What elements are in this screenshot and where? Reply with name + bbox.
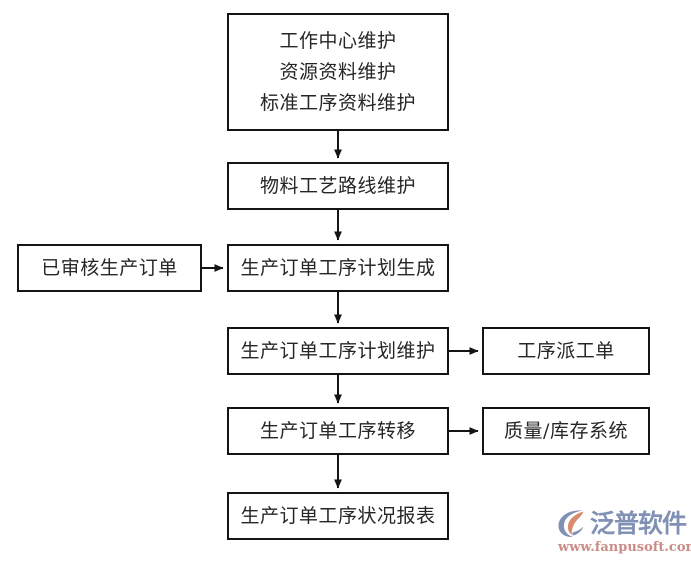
brand-watermark: 泛普软件 www.fanpusoft.com bbox=[556, 503, 691, 559]
node-plan-generate-label: 生产订单工序计划生成 bbox=[240, 256, 436, 279]
node-operation-dispatch-order[interactable]: 工序派工单 bbox=[482, 327, 650, 375]
node-operation-plan-maintain[interactable]: 生产订单工序计划维护 bbox=[227, 327, 449, 375]
node-operation-status-report[interactable]: 生产订单工序状况报表 bbox=[227, 492, 449, 540]
node-operation-plan-generate[interactable]: 生产订单工序计划生成 bbox=[227, 244, 449, 292]
node-basic-data-line-1: 工作中心维护 bbox=[279, 29, 397, 52]
node-plan-maintain-label: 生产订单工序计划维护 bbox=[240, 339, 436, 362]
node-basic-data[interactable]: 工作中心维护 资源资料维护 标准工序资料维护 bbox=[227, 13, 449, 131]
node-operation-transfer[interactable]: 生产订单工序转移 bbox=[227, 407, 449, 455]
node-routing-label: 物料工艺路线维护 bbox=[259, 174, 416, 197]
node-transfer-label: 生产订单工序转移 bbox=[259, 419, 416, 442]
node-qc-inv-label: 质量/库存系统 bbox=[504, 419, 628, 442]
node-approved-mo-label: 已审核生产订单 bbox=[41, 256, 178, 279]
brand-url: www.fanpusoft.com bbox=[558, 540, 691, 555]
node-basic-data-line-3: 标准工序资料维护 bbox=[259, 91, 416, 114]
node-dispatch-label: 工序派工单 bbox=[517, 339, 615, 362]
node-material-routing-maintenance[interactable]: 物料工艺路线维护 bbox=[227, 162, 449, 210]
node-quality-inventory-system[interactable]: 质量/库存系统 bbox=[482, 407, 650, 455]
brand-name: 泛普软件 bbox=[590, 508, 687, 538]
node-status-report-label: 生产订单工序状况报表 bbox=[240, 504, 436, 527]
fanpu-swoosh-icon bbox=[558, 510, 584, 538]
node-basic-data-line-2: 资源资料维护 bbox=[279, 60, 397, 83]
node-approved-production-order[interactable]: 已审核生产订单 bbox=[17, 244, 202, 292]
